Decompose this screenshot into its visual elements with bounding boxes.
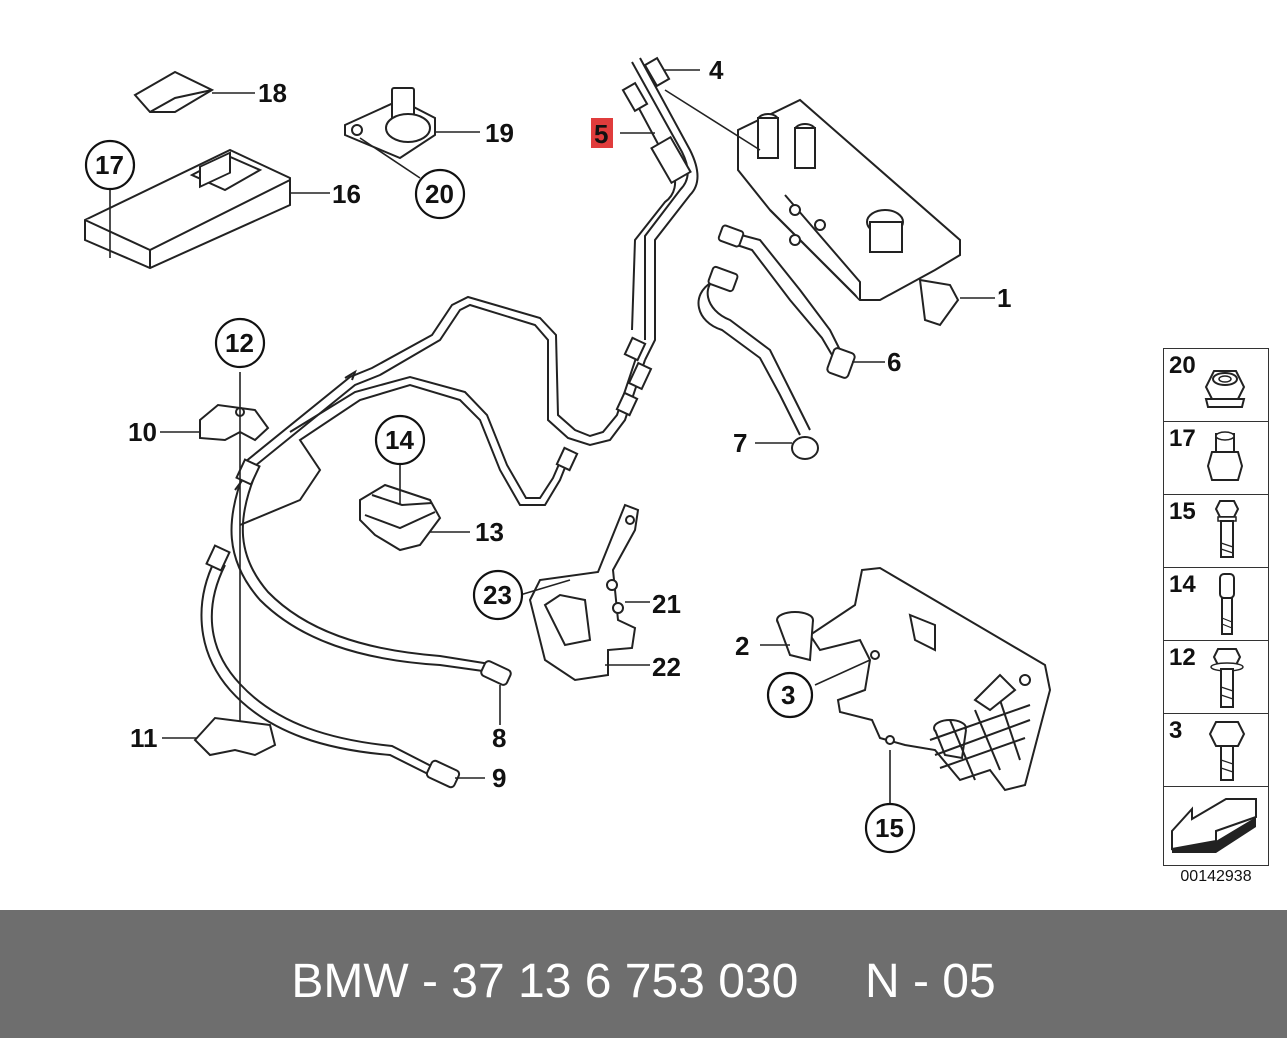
label-6: 6 xyxy=(887,347,901,377)
document-number: 00142938 xyxy=(1180,868,1252,885)
part-1-hydraulic-block xyxy=(737,98,995,327)
label-20: 20 xyxy=(425,179,454,209)
legend-label-20: 20 xyxy=(1169,352,1196,379)
legend-cell-14: 14 xyxy=(1164,568,1268,641)
part-5-brake-line xyxy=(620,56,761,361)
label-23: 23 xyxy=(483,580,512,610)
part-21-22-23-bracket xyxy=(519,503,650,682)
label-12: 12 xyxy=(225,328,254,358)
label-22: 22 xyxy=(652,652,681,682)
legend-label-15: 15 xyxy=(1169,498,1196,525)
label-8: 8 xyxy=(492,723,506,753)
label-1: 1 xyxy=(997,283,1011,313)
part-16-control-unit xyxy=(84,148,330,270)
fastener-legend: 20 17 15 14 xyxy=(1163,348,1269,866)
label-13: 13 xyxy=(475,517,504,547)
legend-cell-20: 20 xyxy=(1164,349,1268,422)
part-13-14-bracket xyxy=(359,462,470,552)
circle-3 xyxy=(766,671,814,719)
label-19: 19 xyxy=(485,118,514,148)
legend-cell-3: 3 xyxy=(1164,714,1268,787)
bolt-icon xyxy=(1214,500,1240,558)
circle-14 xyxy=(374,414,426,466)
pipe-network xyxy=(234,295,653,526)
label-9: 9 xyxy=(492,763,506,793)
part-10-11-12-clips xyxy=(160,372,277,757)
legend-cell-17: 17 xyxy=(1164,422,1268,495)
label-16: 16 xyxy=(332,179,361,209)
legend-label-3: 3 xyxy=(1169,717,1183,744)
nut-icon xyxy=(1204,370,1246,408)
label-18: 18 xyxy=(258,78,287,108)
legend-label-14: 14 xyxy=(1169,571,1196,598)
circle-12 xyxy=(214,317,266,369)
circle-20 xyxy=(414,168,466,220)
label-17: 17 xyxy=(95,150,124,180)
parts-diagram: 1 2 3 4 5 6 7 8 9 10 11 12 13 14 15 16 1… xyxy=(84,55,1052,854)
collar-bolt-icon xyxy=(1210,648,1244,708)
part-6-7-lines xyxy=(697,224,885,460)
legend-cell-arrow xyxy=(1164,787,1268,865)
label-10: 10 xyxy=(128,417,157,447)
label-3: 3 xyxy=(781,680,795,710)
hex-bolt-icon xyxy=(1208,721,1246,781)
circle-23 xyxy=(472,569,524,621)
label-5-highlight xyxy=(591,118,613,148)
stud-icon xyxy=(1219,573,1235,635)
footer-bar: BMW - 37 13 6 753 030 N - 05 xyxy=(0,910,1287,1038)
legend-cell-15: 15 xyxy=(1164,495,1268,568)
arrow-icon xyxy=(1171,798,1257,853)
circle-15 xyxy=(864,802,916,854)
label-4: 4 xyxy=(709,55,724,85)
part-8-9-flex-lines xyxy=(200,458,512,789)
collar-nut-icon xyxy=(1206,431,1244,481)
part-18-clip xyxy=(133,70,255,113)
legend-label-17: 17 xyxy=(1169,425,1196,452)
label-5: 5 xyxy=(594,119,608,149)
label-2: 2 xyxy=(735,631,749,661)
legend-label-12: 12 xyxy=(1169,644,1196,671)
label-14: 14 xyxy=(385,425,414,455)
label-11: 11 xyxy=(130,723,158,753)
part-19-sensor xyxy=(344,87,480,179)
circle-17 xyxy=(84,139,136,191)
legend-cell-12: 12 xyxy=(1164,641,1268,714)
part-number-text: BMW - 37 13 6 753 030 N - 05 xyxy=(291,955,996,1008)
label-7: 7 xyxy=(733,428,747,458)
label-15: 15 xyxy=(875,813,904,843)
part-2-3-15-plate xyxy=(760,566,1052,805)
label-21: 21 xyxy=(652,589,681,619)
